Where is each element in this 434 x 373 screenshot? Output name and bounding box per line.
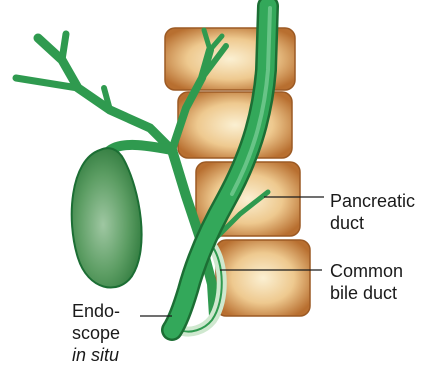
vertebra-2 — [178, 92, 292, 158]
endoscope-label-line2: scope — [72, 322, 120, 344]
endoscope-label-line3: in situ — [72, 344, 120, 366]
endoscope-label: Endo- scope in situ — [72, 300, 120, 366]
vertebra-4 — [216, 240, 310, 316]
pancreatic-duct-label-line1: Pancreatic — [330, 190, 415, 212]
common-bile-duct-label: Common bile duct — [330, 260, 403, 304]
gallbladder — [72, 148, 142, 287]
pancreatic-duct-label: Pancreatic duct — [330, 190, 415, 234]
common-bile-duct-label-line2: bile duct — [330, 282, 403, 304]
endoscope-label-line1: Endo- — [72, 300, 120, 322]
pancreatic-duct-label-line2: duct — [330, 212, 415, 234]
common-bile-duct-label-line1: Common — [330, 260, 403, 282]
